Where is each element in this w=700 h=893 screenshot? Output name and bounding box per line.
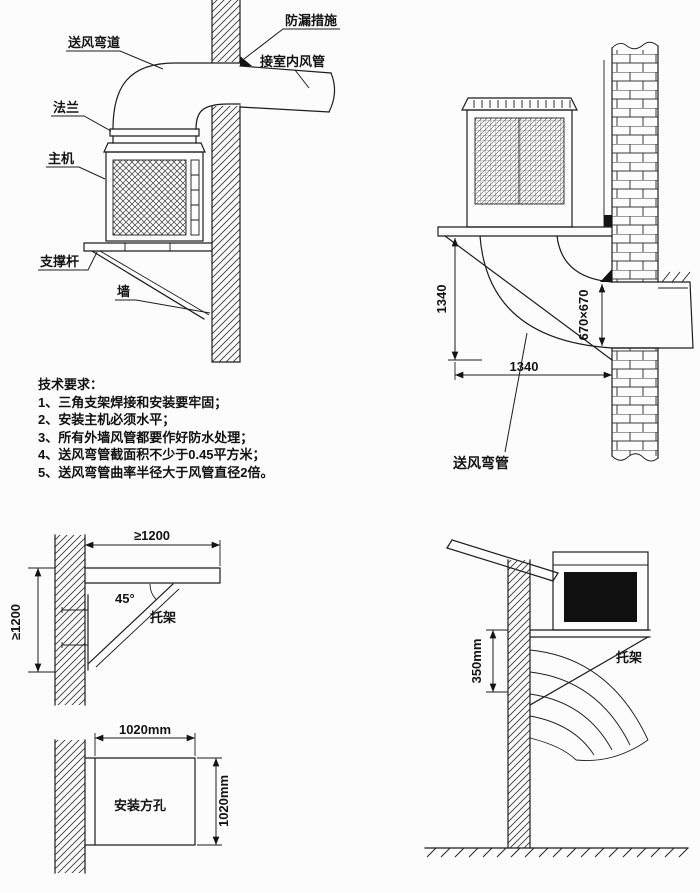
dimensions: 1020mm 1020mm: [94, 722, 231, 846]
diagram-wall-mount-front: 送风弯道 防漏措施 接室内风管 法兰 主机 支撑杆 墙: [38, 0, 340, 363]
dim-duct-670x670: 670×670: [576, 290, 591, 341]
leak-proof-flashing: [240, 56, 252, 66]
shelf-and-brace: [437, 226, 613, 361]
label-mounting-hole: 安装方孔: [114, 798, 166, 813]
label-support-rod: 支撑杆: [39, 254, 79, 269]
diagram-bracket-detail: 45° ≥1200 ≥1200 托架: [8, 528, 221, 706]
wall-section: [54, 534, 86, 706]
ground: [424, 847, 689, 858]
tech-requirements-title: 技术要求：: [38, 377, 104, 392]
dim-angle-45: 45°: [115, 591, 135, 606]
brace: [61, 583, 180, 671]
dim-ge1200-horizontal: ≥1200: [134, 528, 170, 543]
label-bracket-pole: 托架: [616, 650, 642, 665]
wall-section: [211, 0, 241, 363]
dim-1020-width: 1020mm: [119, 722, 171, 737]
main-unit: [552, 551, 649, 631]
label-wall: 墙: [117, 284, 130, 299]
callouts: 送风弯管: [452, 332, 528, 471]
tech-requirement-item: 5、送风弯管曲率半径大于风管直径2倍。: [38, 464, 274, 480]
label-duct-bend: 送风弯道: [67, 35, 120, 50]
dim-350mm: 350mm: [469, 639, 484, 684]
tech-requirement-item: 2、安装主机必须水平；: [38, 412, 176, 427]
tech-requirement-item: 3、所有外墙风管都要作好防水处理；: [38, 429, 254, 445]
dimensions: ≥1200 ≥1200: [8, 528, 221, 673]
leak-proof-flashing: [600, 269, 612, 282]
callouts: 送风弯道 防漏措施 接室内风管 法兰 主机 支撑杆 墙: [38, 13, 340, 314]
label-bracket: 托架: [150, 610, 176, 625]
cooling-pad-mesh: [474, 117, 565, 205]
label-indoor-duct: 接室内风管: [260, 54, 325, 69]
diagram-mounting-hole-detail: 1020mm 1020mm 安装方孔: [54, 722, 231, 874]
shelf: [84, 567, 221, 584]
tech-requirement-item: 1、三角支架焊接和安装要牢固；: [38, 394, 228, 410]
main-unit: [461, 97, 578, 228]
dim-width-1340: 1340: [510, 359, 539, 374]
label-flange: 法兰: [53, 100, 79, 115]
unit-front-panel: [564, 572, 637, 622]
label-bend-pipe: 送风弯管: [452, 455, 509, 471]
tech-requirement-item: 4、送风弯管截面积不少于0.45平方米；: [38, 447, 266, 462]
support-pole: [507, 559, 531, 849]
dim-1020-height: 1020mm: [216, 775, 231, 827]
label-leak-proof: 防漏措施: [285, 13, 337, 28]
wall-section: [54, 739, 86, 874]
angle-annotation: 45°: [115, 583, 157, 606]
brick-wall: [603, 41, 659, 462]
flange-joint: [109, 128, 200, 137]
bracket-and-duct: [529, 629, 651, 761]
canopy: [446, 539, 559, 582]
tech-requirements: 技术要求： 1、三角支架焊接和安装要牢固； 2、安装主机必须水平； 3、所有外墙…: [38, 376, 348, 481]
dimensions: 1340 1340 670×670: [434, 238, 613, 380]
wall-anchor: [604, 215, 612, 227]
main-unit: [103, 142, 206, 242]
diagram-wall-mount-side: 1340 1340 670×670 送风弯管: [434, 41, 694, 471]
label-main-unit: 主机: [48, 151, 74, 166]
support-bracket: [83, 242, 213, 320]
diagram-floor-stand-side: 350mm 托架: [424, 539, 689, 858]
cooling-pad-mesh: [112, 159, 187, 236]
dim-ge1200-vertical: ≥1200: [8, 604, 23, 640]
supply-bend-duct: [109, 56, 336, 144]
mounting-hole: [84, 757, 196, 846]
dim-height-1340: 1340: [434, 285, 449, 314]
bend-duct: [479, 235, 694, 349]
dimensions: 350mm: [469, 629, 508, 693]
